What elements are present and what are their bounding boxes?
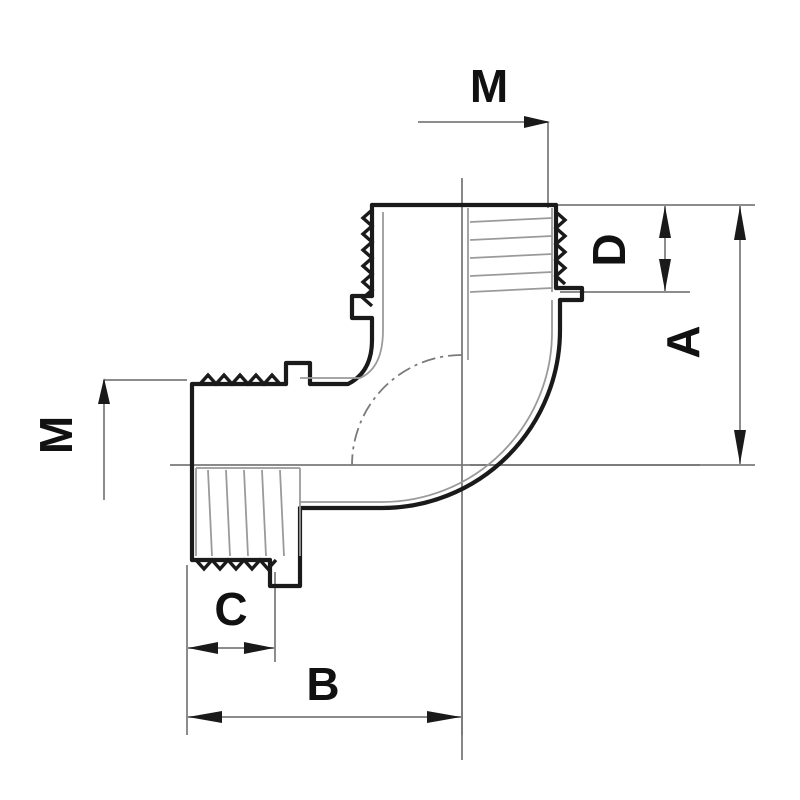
vertical-port-flange [553, 285, 585, 303]
dimension-label-a: A [657, 325, 709, 358]
h-thread-hatch-3 [243, 469, 249, 557]
v-thread-hatch-5 [469, 287, 553, 293]
elbow-outer-curve [297, 297, 563, 511]
horizontal-port-bottom-thread-crests [194, 557, 278, 572]
body-left-shoulder [349, 293, 375, 343]
body-inner-left-curve [300, 329, 384, 379]
h-thread-hatch-5 [279, 469, 285, 557]
c-right-arrowhead [244, 642, 274, 654]
d-bottom-arrowhead [659, 259, 671, 291]
c-left-arrowhead [188, 642, 218, 654]
vertical-port-left-thread-crests [360, 208, 375, 308]
fitting-body-group [189, 202, 585, 589]
m-top-arrowhead [524, 116, 550, 128]
h-thread-hatch-1 [207, 469, 213, 557]
body-left-wall [307, 337, 375, 387]
v-thread-hatch-4 [469, 271, 553, 277]
dimension-lines-group [103, 121, 755, 735]
dimension-label-m-left: M [30, 416, 82, 454]
d-top-arrowhead [659, 206, 671, 238]
b-right-arrowhead [427, 711, 461, 723]
centerlines-group [170, 178, 700, 760]
a-top-arrowhead [734, 206, 746, 240]
b-left-arrowhead [188, 711, 222, 723]
v-thread-hatch-2 [469, 235, 553, 241]
dimension-label-b: B [306, 658, 339, 710]
v-thread-hatch-3 [469, 253, 553, 259]
v-thread-hatch-1 [469, 217, 553, 223]
a-bottom-arrowhead [734, 430, 746, 464]
h-thread-hatch-4 [261, 469, 267, 557]
body-tab [283, 360, 313, 387]
h-thread-hatch-2 [225, 469, 231, 557]
horizontal-port-top-edge [189, 381, 267, 395]
vertical-port-right-thread-crests [553, 210, 568, 286]
m-left-arrowhead [98, 378, 110, 404]
horizontal-port-top-thread-crests [198, 372, 282, 387]
dimension-label-m-top: M [470, 60, 508, 112]
dimension-label-d: D [583, 233, 635, 266]
elbow-inner-curve [300, 300, 553, 503]
dimension-label-c: C [214, 583, 247, 635]
internal-section-lines-group [195, 208, 553, 557]
dimension-labels-group: M M D A C B [30, 60, 709, 710]
arrowheads-group [98, 116, 746, 723]
elbow-centerline-arc [351, 354, 463, 466]
thread-profiles-group [194, 208, 568, 572]
